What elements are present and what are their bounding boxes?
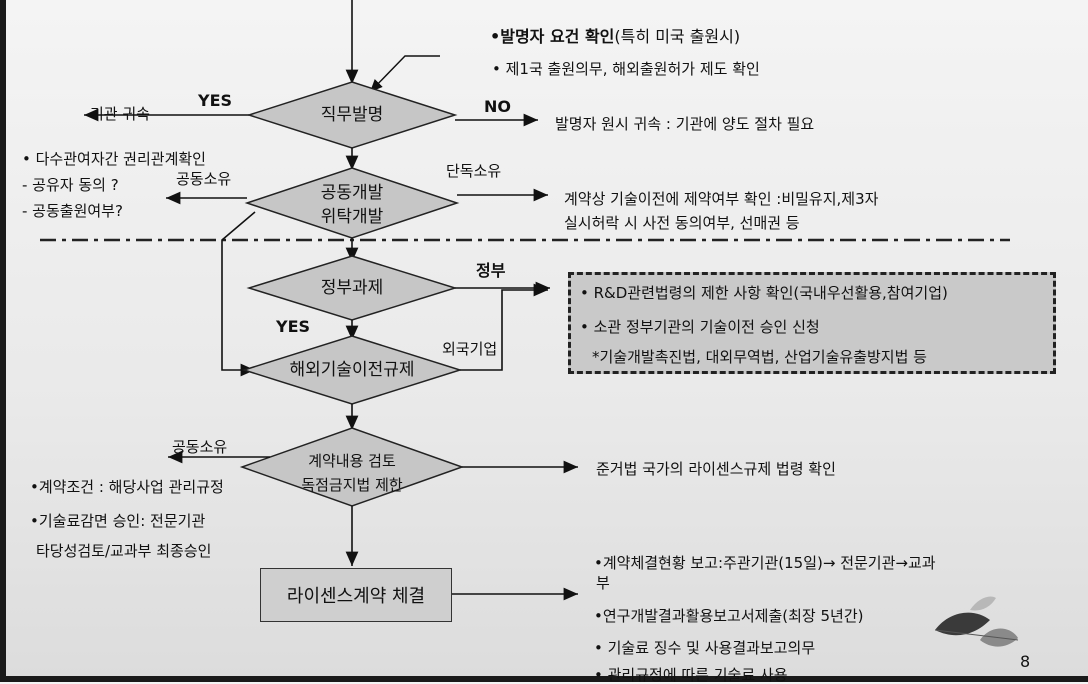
leaf-decoration-icon bbox=[934, 596, 1019, 647]
diamond5-line2: 독점금지법 제한 bbox=[301, 476, 403, 494]
diamond4-label: 해외기술이전규제 bbox=[289, 360, 415, 380]
inventor-check-title: •발명자 요건 확인(특히 미국 출원시) bbox=[490, 28, 740, 46]
joint-note-1: • 다수관여자간 권리관계확인 bbox=[22, 150, 206, 168]
final-note-1b: 부 bbox=[596, 574, 610, 592]
joint-ownership-label-2: 공동소유 bbox=[172, 438, 228, 456]
final-note-4: • 관리규정에 따른 기술료 사용 bbox=[594, 666, 788, 684]
gov-item-3: *기술개발촉진법, 대외무역법, 산업기술유출방지법 등 bbox=[592, 348, 927, 366]
contract-note-1: 계약상 기술이전에 제약여부 확인 :비밀유지,제3자 bbox=[564, 190, 879, 208]
joint-note-2: - 공유자 동의 ? bbox=[22, 176, 119, 194]
sole-ownership-label: 단독소유 bbox=[446, 162, 502, 180]
gov-item-1: • R&D관련법령의 제한 사항 확인(국내우선활용,참여기업) bbox=[580, 284, 948, 302]
gov-regulation-box bbox=[568, 272, 1056, 374]
government-label: 정부 bbox=[476, 261, 506, 280]
diamond2-line2: 위탁개발 bbox=[320, 207, 384, 227]
license-contract-label: 라이센스계약 체결 bbox=[286, 586, 426, 607]
institution-ownership: 기관 귀속 bbox=[90, 105, 150, 123]
final-note-3: • 기술료 징수 및 사용결과보고의무 bbox=[594, 639, 816, 657]
gov-item-2: • 소관 정부기관의 기술이전 승인 신청 bbox=[580, 318, 820, 336]
diamond2-line1: 공동개발 bbox=[320, 183, 384, 203]
slide-frame-bottom bbox=[0, 676, 1088, 682]
inventor-check-rest: (특히 미국 출원시) bbox=[614, 27, 741, 46]
license-regulation-check: 준거법 국가의 라이센스규제 법령 확인 bbox=[596, 460, 836, 478]
contract-terms-note: •계약조건 : 해당사업 관리규정 bbox=[30, 478, 224, 496]
diamond5-line1: 계약내용 검토 bbox=[308, 452, 396, 470]
validity-review-note: 타당성검토/교과부 최종승인 bbox=[36, 542, 212, 560]
contract-note-2: 실시허락 시 사전 동의여부, 선매권 등 bbox=[564, 214, 800, 232]
diamond1-label: 직무발명 bbox=[320, 105, 384, 125]
joint-note-3: - 공동출원여부? bbox=[22, 202, 123, 220]
fee-reduction-note: •기술료감면 승인: 전문기관 bbox=[30, 512, 206, 530]
yes-label-1: YES bbox=[198, 91, 233, 110]
license-contract-box: 라이센스계약 체결 bbox=[260, 568, 452, 622]
yes-label-2: YES bbox=[276, 317, 311, 336]
page-number: 8 bbox=[1020, 652, 1031, 671]
joint-ownership-label: 공동소유 bbox=[176, 170, 232, 188]
no-label: NO bbox=[484, 97, 511, 116]
final-note-2: •연구개발결과활용보고서제출(최장 5년간) bbox=[594, 607, 864, 625]
first-filing-note: • 제1국 출원의무, 해외출원허가 제도 확인 bbox=[492, 60, 760, 78]
slide-frame-left bbox=[0, 0, 6, 682]
foreign-company-label: 외국기업 bbox=[442, 340, 498, 358]
final-note-1: •계약체결현황 보고:주관기관(15일)→ 전문기관→교과 bbox=[594, 554, 936, 572]
inventor-ownership: 발명자 원시 귀속 : 기관에 양도 절차 필요 bbox=[555, 115, 815, 133]
inventor-check-bold: •발명자 요건 확인 bbox=[490, 27, 615, 46]
diamond3-label: 정부과제 bbox=[320, 278, 384, 298]
